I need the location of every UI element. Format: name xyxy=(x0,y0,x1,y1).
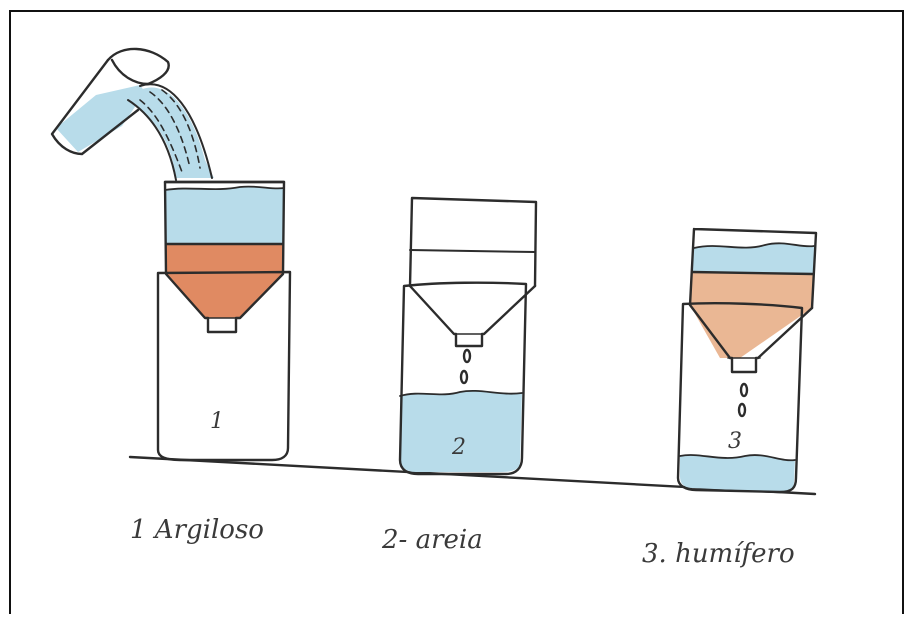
caption-areia: 2- areia xyxy=(381,525,483,555)
caption-humifero: 3. humífero xyxy=(642,539,795,569)
glass-1-argiloso xyxy=(158,182,290,460)
glass-3-humus-layer xyxy=(690,272,813,358)
glass-2-areia xyxy=(400,198,536,474)
glass-3-collected-water xyxy=(680,455,795,492)
glass-2-number: 2 xyxy=(451,435,466,460)
glass-3-number: 3 xyxy=(728,429,742,454)
caption-argiloso: 1 Argiloso xyxy=(130,515,264,545)
glass-1-number: 1 xyxy=(210,409,224,434)
glass-3-humifero xyxy=(678,229,816,492)
glass-1-water-layer xyxy=(165,187,284,244)
beaker-water xyxy=(56,85,145,152)
water-stream xyxy=(128,84,214,180)
glass-1-clay-layer xyxy=(166,244,283,274)
